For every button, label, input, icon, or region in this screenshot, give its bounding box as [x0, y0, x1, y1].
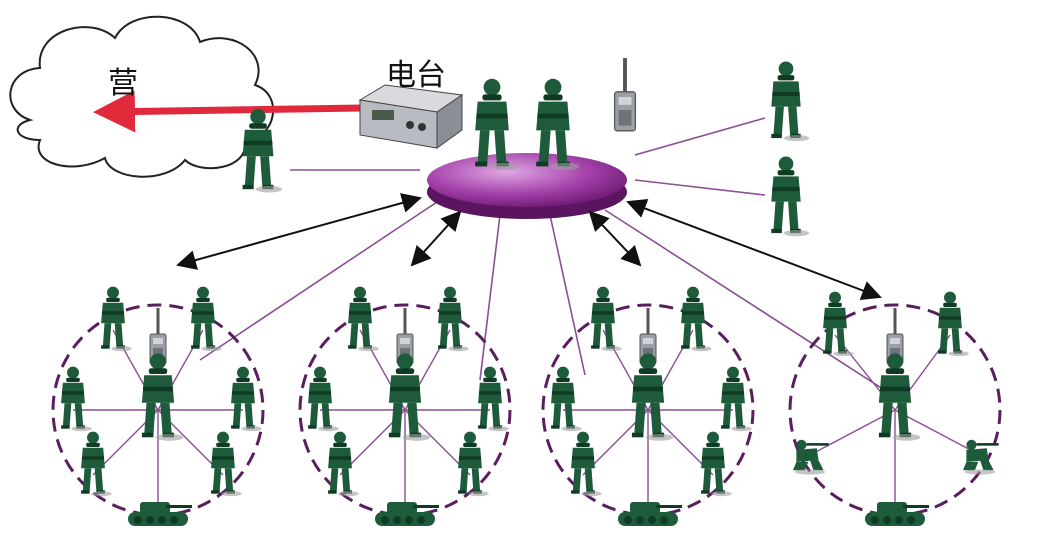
soldier-icon: [701, 431, 732, 497]
soldier-icon: [328, 431, 359, 497]
tank-icon: [865, 502, 929, 526]
radio-station-label: 电台: [386, 58, 446, 93]
squad-groups: [51, 286, 1002, 526]
prone-soldier-icon: [793, 439, 829, 475]
squad-group: [541, 286, 755, 526]
soldier-icon: [348, 286, 379, 352]
squad-group: [298, 286, 512, 526]
tank-icon: [128, 502, 192, 526]
soldier-icon: [101, 286, 132, 352]
soldier-icon: [308, 366, 339, 432]
prone-soldier-icon: [963, 439, 999, 475]
link-arrows: [176, 193, 882, 301]
squad-group: [51, 286, 265, 526]
tank-icon: [375, 502, 439, 526]
soldier-icon: [681, 286, 712, 352]
soldier-icon: [878, 353, 921, 441]
cloud-icon: [9, 15, 274, 178]
squad-link: [894, 409, 981, 456]
radio-station-icon: [358, 84, 464, 149]
soldier-icon: [631, 353, 674, 441]
soldier-icon: [571, 431, 602, 497]
squad-link: [809, 409, 896, 456]
uplink-arrow: [93, 90, 363, 133]
cloud-label: 营: [108, 66, 138, 101]
soldier-icon: [141, 353, 184, 441]
soldier-icon: [823, 291, 854, 357]
soldier-icon: [938, 291, 969, 357]
soldier-icon: [388, 353, 431, 441]
soldier-icon: [211, 431, 242, 497]
soldier-icon: [591, 286, 622, 352]
tank-icon: [618, 502, 682, 526]
soldier-icon: [438, 286, 469, 352]
soldier-icon: [81, 431, 112, 497]
soldier-icon: [458, 431, 489, 497]
squad-group: [788, 291, 1002, 526]
soldier-icon: [551, 366, 582, 432]
soldier-icon: [191, 286, 222, 352]
hub-disk: [427, 153, 627, 219]
soldier-icon: [61, 366, 92, 432]
